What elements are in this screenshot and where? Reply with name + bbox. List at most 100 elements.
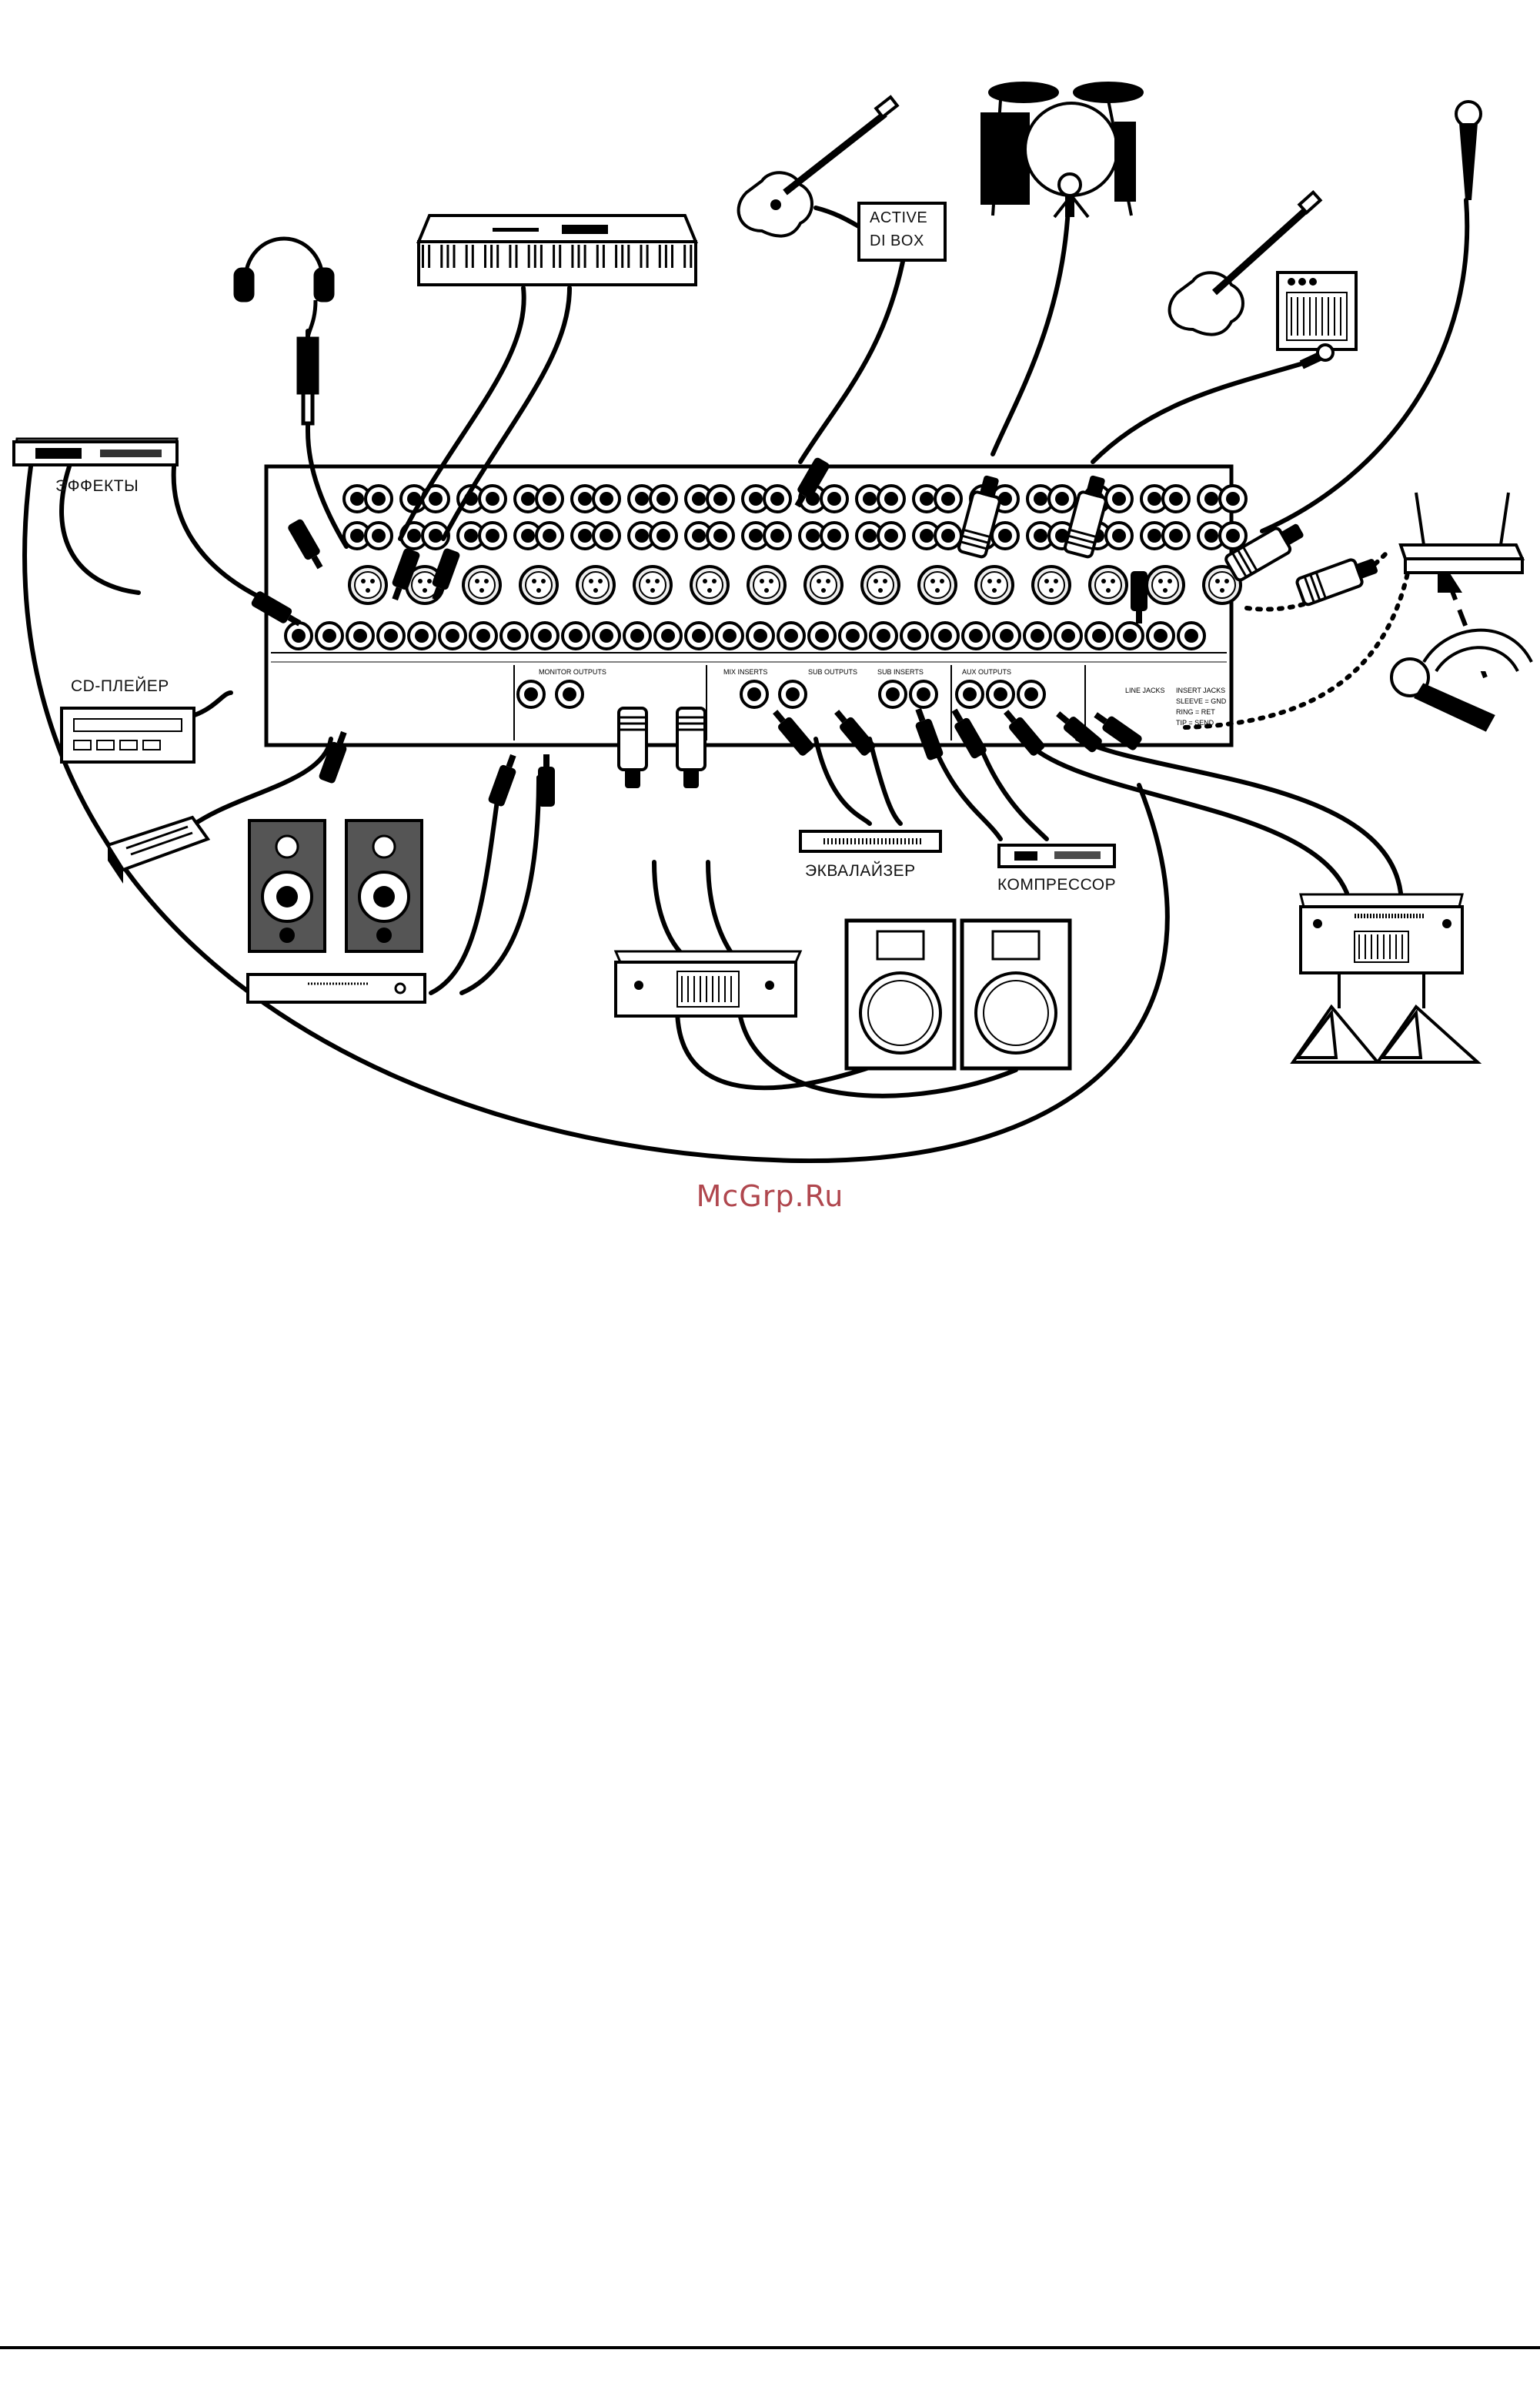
output-jack[interactable] — [741, 681, 767, 707]
direct-out-jack[interactable] — [870, 623, 897, 649]
direct-out-jack[interactable] — [1055, 623, 1081, 649]
line-jack[interactable] — [878, 486, 904, 512]
direct-out-jack[interactable] — [1178, 623, 1204, 649]
line-jack[interactable] — [1163, 486, 1189, 512]
line-jack[interactable] — [366, 486, 392, 512]
stage-monitor-amp-icon — [1301, 894, 1462, 973]
line-jack[interactable] — [1049, 486, 1075, 512]
line-in-jack[interactable] — [650, 523, 676, 549]
direct-out-jack[interactable] — [409, 623, 435, 649]
direct-out-jack[interactable] — [439, 623, 466, 649]
direct-out-jack[interactable] — [501, 623, 527, 649]
keyboard-key — [490, 245, 493, 268]
direct-out-jack[interactable] — [347, 623, 373, 649]
direct-out-jack[interactable] — [932, 623, 958, 649]
mic-xlr-input[interactable] — [976, 567, 1013, 603]
mic-xlr-input[interactable] — [1033, 567, 1070, 603]
direct-out-jack[interactable] — [778, 623, 804, 649]
mic-xlr-input[interactable] — [805, 567, 842, 603]
aux-outputs-label: AUX OUTPUTS — [962, 668, 1011, 676]
mic-xlr-input[interactable] — [919, 567, 956, 603]
keyboard-key — [472, 245, 474, 268]
keyboard-key — [615, 245, 617, 268]
output-jack[interactable] — [957, 681, 983, 707]
mic-xlr-input[interactable] — [463, 567, 500, 603]
mic-xlr-input[interactable] — [1147, 567, 1184, 603]
line-jack[interactable] — [821, 486, 847, 512]
direct-out-jack[interactable] — [963, 623, 989, 649]
direct-out-jack[interactable] — [901, 623, 927, 649]
line-jack[interactable] — [935, 486, 961, 512]
keyboard-key — [646, 245, 649, 268]
direct-out-jack[interactable] — [1086, 623, 1112, 649]
keyboard-key — [496, 245, 499, 268]
output-jack[interactable] — [780, 681, 806, 707]
direct-out-jack[interactable] — [1147, 623, 1174, 649]
direct-out-jack[interactable] — [1117, 623, 1143, 649]
direct-out-jack[interactable] — [286, 623, 312, 649]
sub-inserts-label: SUB INSERTS — [877, 668, 924, 676]
direct-out-jack[interactable] — [747, 623, 773, 649]
keyboard-key — [453, 245, 456, 268]
line-in-jack[interactable] — [764, 523, 790, 549]
direct-out-jack[interactable] — [470, 623, 496, 649]
line-in-jack[interactable] — [935, 523, 961, 549]
monitor-amp-icon — [248, 974, 425, 1002]
line-jack[interactable] — [764, 486, 790, 512]
mic-xlr-input[interactable] — [748, 567, 785, 603]
line-jack[interactable] — [1220, 486, 1246, 512]
compressor-icon — [999, 845, 1114, 867]
keyboard-key — [540, 245, 543, 268]
line-in-jack[interactable] — [1220, 523, 1246, 549]
line-in-jack[interactable] — [593, 523, 620, 549]
keyboard-key — [621, 245, 623, 268]
direct-out-jack[interactable] — [809, 623, 835, 649]
direct-out-jack[interactable] — [686, 623, 712, 649]
mic-xlr-input[interactable] — [520, 567, 557, 603]
direct-out-jack[interactable] — [563, 623, 589, 649]
output-jack[interactable] — [1018, 681, 1044, 707]
mic-xlr-input[interactable] — [862, 567, 899, 603]
keyboard-key — [553, 245, 555, 268]
direct-out-jack[interactable] — [655, 623, 681, 649]
line-in-jack[interactable] — [366, 523, 392, 549]
mic-xlr-input[interactable] — [691, 567, 728, 603]
direct-out-jack[interactable] — [994, 623, 1020, 649]
headphones-icon — [236, 239, 332, 423]
output-jack[interactable] — [880, 681, 906, 707]
line-in-jack[interactable] — [707, 523, 733, 549]
direct-out-jack[interactable] — [532, 623, 558, 649]
line-in-jack[interactable] — [992, 523, 1018, 549]
direct-out-jack[interactable] — [717, 623, 743, 649]
mic-xlr-input[interactable] — [1090, 567, 1127, 603]
output-jack[interactable] — [518, 681, 544, 707]
keyboard-key — [596, 245, 599, 268]
line-in-jack[interactable] — [1106, 523, 1132, 549]
line-jack[interactable] — [536, 486, 563, 512]
power-amp-icon — [616, 951, 800, 1016]
direct-out-jack[interactable] — [316, 623, 342, 649]
mic-xlr-input[interactable] — [634, 567, 671, 603]
line-jack[interactable] — [479, 486, 506, 512]
output-jack[interactable] — [910, 681, 937, 707]
direct-out-jack[interactable] — [624, 623, 650, 649]
mic-xlr-input[interactable] — [577, 567, 614, 603]
line-jack[interactable] — [1106, 486, 1132, 512]
output-jack[interactable] — [987, 681, 1014, 707]
line-in-jack[interactable] — [536, 523, 563, 549]
direct-out-jack[interactable] — [1024, 623, 1051, 649]
direct-out-jack[interactable] — [593, 623, 620, 649]
line-in-jack[interactable] — [479, 523, 506, 549]
line-jack[interactable] — [707, 486, 733, 512]
keyboard-key — [440, 245, 443, 268]
line-in-jack[interactable] — [1163, 523, 1189, 549]
line-jack[interactable] — [593, 486, 620, 512]
output-jack[interactable] — [556, 681, 583, 707]
direct-out-jack[interactable] — [840, 623, 866, 649]
direct-out-jack[interactable] — [378, 623, 404, 649]
line-in-jack[interactable] — [821, 523, 847, 549]
line-in-jack[interactable] — [878, 523, 904, 549]
mic-xlr-input[interactable] — [349, 567, 386, 603]
keyboard-key — [516, 245, 518, 268]
line-jack[interactable] — [650, 486, 676, 512]
